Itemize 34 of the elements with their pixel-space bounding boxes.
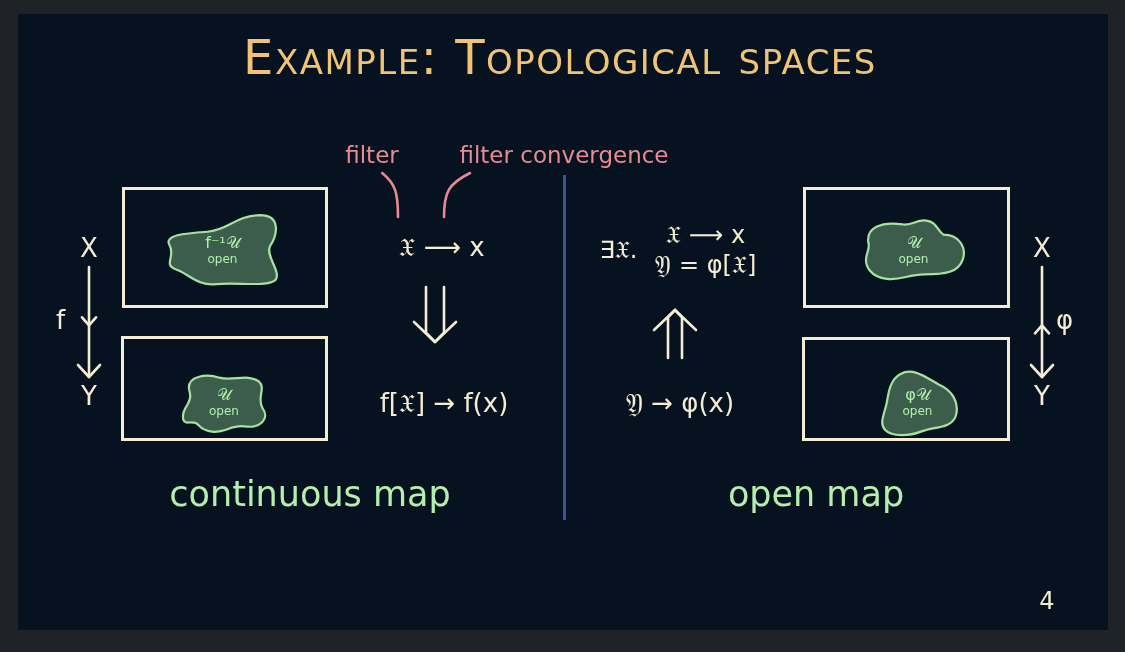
implication-arrow — [412, 285, 458, 344]
formula: f[𝔛] → f(x) — [356, 346, 532, 420]
caption: continuous map — [169, 473, 451, 516]
page-number: 4 — [1039, 586, 1055, 617]
set-label: 𝒰 — [906, 233, 921, 252]
space-frame — [803, 187, 1010, 308]
map-arrow — [1029, 265, 1055, 379]
property-label: open — [898, 252, 929, 267]
leader-line — [380, 171, 400, 219]
set-label: f⁻¹𝒰 — [205, 233, 240, 252]
formula: 𝔛 ⟶ x — [380, 218, 504, 282]
space-frame — [122, 187, 328, 308]
space-frame — [802, 337, 1010, 441]
space-label: X — [76, 232, 102, 264]
formula-prefix: ∃𝔛. — [599, 235, 638, 265]
space-label: Y — [1029, 380, 1055, 412]
implication-arrow — [652, 308, 698, 360]
property-label: open — [902, 404, 933, 419]
property-label: open — [209, 404, 239, 419]
leader-line — [442, 171, 472, 219]
formula: 𝔜 = φ[𝔛] — [655, 250, 757, 280]
slide-title: Example: Topological spaces — [243, 28, 877, 86]
annotation-label: filter convergence — [456, 140, 672, 170]
map-arrow — [76, 265, 102, 379]
caption: open map — [727, 473, 905, 516]
property-label: open — [207, 252, 238, 267]
space-label: X — [1029, 232, 1055, 264]
annotation-label: filter — [338, 140, 406, 170]
formula: 𝔜 → φ(x) — [600, 362, 760, 420]
set-label: φ𝒰 — [905, 385, 930, 404]
set-label: 𝒰 — [217, 385, 231, 404]
space-label: Y — [76, 380, 102, 412]
space-frame — [121, 336, 328, 441]
formula: 𝔛 ⟶ x — [666, 220, 746, 250]
